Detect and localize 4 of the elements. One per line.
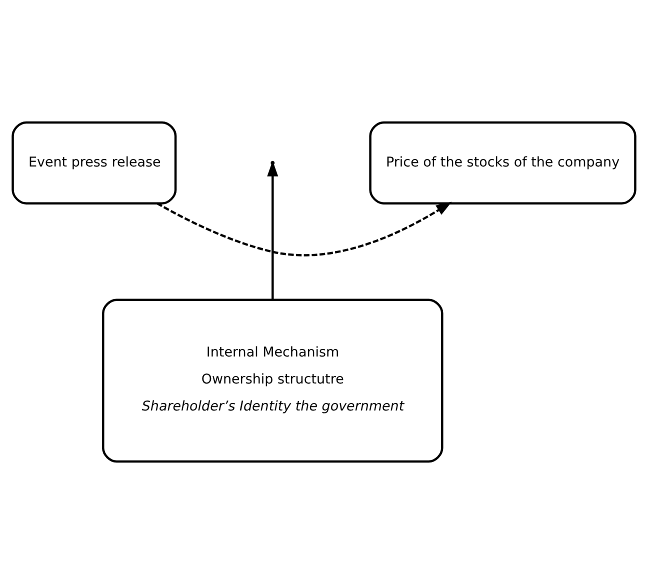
- arrow: [156, 201, 452, 256]
- node-box: Internal Mechanism Ownership structutre Shareholder’s Identity the government: [102, 298, 444, 462]
- node-box: Price of the stocks of the company: [369, 120, 636, 204]
- node-box: Event press release: [12, 120, 177, 204]
